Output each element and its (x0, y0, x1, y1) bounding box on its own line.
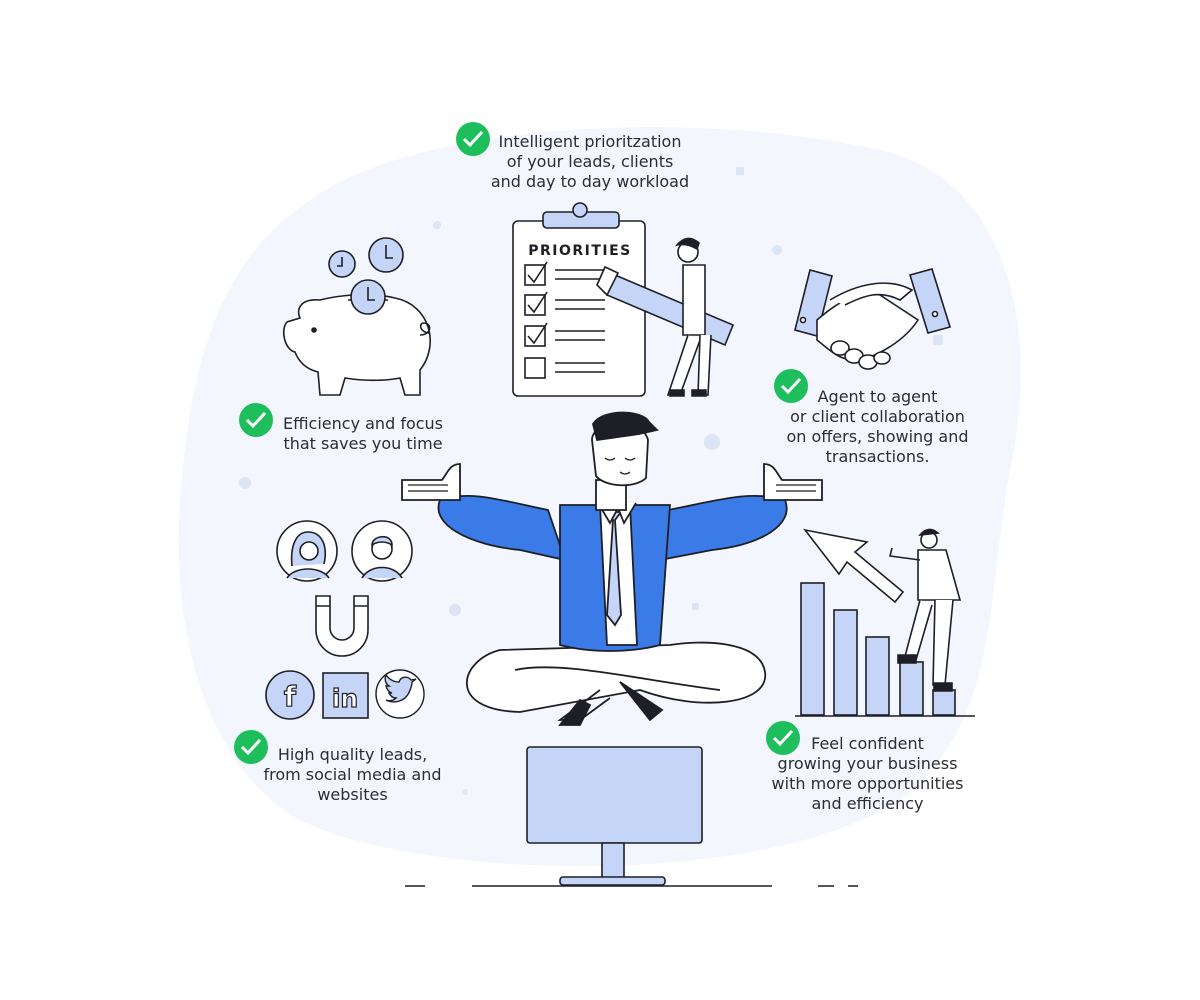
clipboard-icon: PRIORITIES (512, 202, 646, 397)
magnet-icon (315, 595, 369, 657)
check-icon-collaboration (774, 369, 808, 403)
caption-line: websites (317, 785, 388, 804)
decorative-dots (239, 167, 943, 795)
caption-line: growing your business (777, 754, 958, 773)
monitor-icon (526, 746, 703, 886)
caption-line: High quality leads, (277, 745, 428, 764)
caption-line: Intelligent prioritzation (498, 132, 682, 151)
man-on-chart (889, 528, 962, 692)
caption-line: and day to day workload (490, 172, 690, 191)
man-with-marker (596, 237, 735, 397)
avatar-man (351, 520, 413, 582)
caption-leads: High quality leads, from social media an… (250, 745, 455, 805)
avatar-woman (276, 520, 338, 582)
caption-line: and efficiency (811, 794, 924, 813)
caption-collaboration: Agent to agent or client collaboration o… (770, 387, 985, 467)
clock-icon (328, 237, 404, 315)
linkedin-icon: in (322, 672, 369, 719)
svg-text:in: in (332, 684, 358, 713)
caption-line: or client collaboration (790, 407, 965, 426)
svg-text:f: f (284, 680, 297, 713)
caption-line: Efficiency and focus (282, 414, 444, 433)
caption-line: Feel confident (811, 734, 924, 753)
caption-line: that saves you time (283, 434, 443, 453)
caption-line: Agent to agent (817, 387, 938, 406)
caption-line: with more opportunities (771, 774, 964, 793)
caption-line: from social media and (263, 765, 442, 784)
twitter-icon (375, 669, 425, 719)
clipboard-title: PRIORITIES (528, 243, 632, 259)
check-icon-confident (766, 721, 800, 755)
bar-chart-icon (795, 528, 975, 717)
handshake-icon (794, 268, 952, 370)
caption-confident: Feel confident growing your business wit… (760, 734, 975, 814)
check-icon-leads (234, 730, 268, 764)
caption-line: on offers, showing and (786, 427, 969, 446)
facebook-icon: f (265, 670, 315, 720)
meditating-man (401, 411, 823, 726)
caption-prioritization: Intelligent prioritzation of your leads,… (470, 132, 710, 192)
caption-line: of your leads, clients (506, 152, 674, 171)
caption-line: transactions. (825, 447, 930, 466)
check-icon-efficiency (239, 403, 273, 437)
caption-efficiency: Efficiency and focus that saves you time (268, 414, 458, 454)
check-icon-prioritization (456, 122, 490, 156)
